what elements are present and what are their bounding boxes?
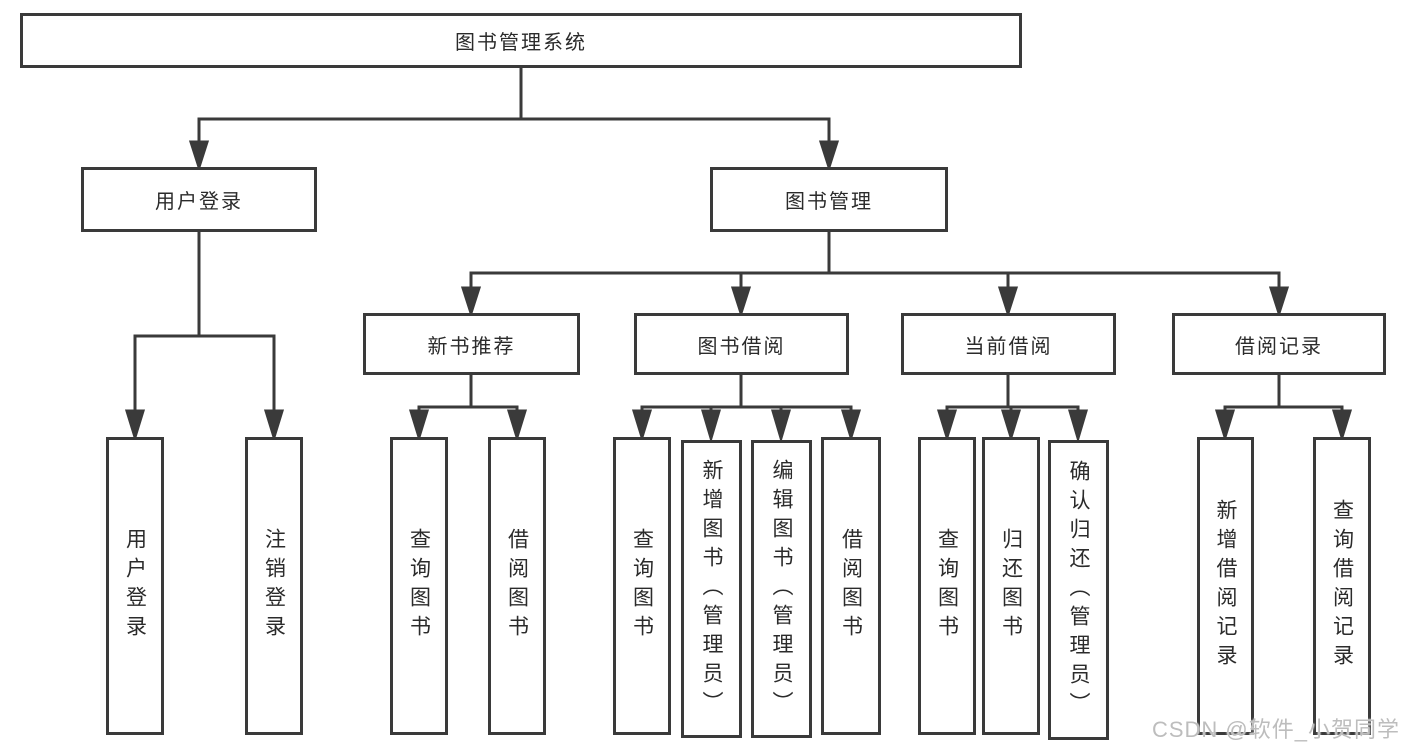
node-book-borrowing: 图书借阅 xyxy=(634,313,849,375)
connector-borrowing-records-children xyxy=(1214,375,1353,443)
arrow-down-icon xyxy=(1331,409,1353,443)
node-label: 查询图书 xyxy=(630,528,654,644)
node-book-management: 图书管理 xyxy=(710,167,948,232)
node-label: 查询图书 xyxy=(407,528,431,644)
node-label: 编辑图书（管理员） xyxy=(770,458,793,720)
node-confirm-return-admin: 确认归还（管理员） xyxy=(1048,440,1109,740)
arrow-down-icon xyxy=(700,409,722,444)
node-label: 查询借阅记录 xyxy=(1330,499,1354,673)
node-new-book-recommendation: 新书推荐 xyxy=(363,313,580,375)
arrow-down-icon xyxy=(460,286,482,318)
node-library-management-system: 图书管理系统 xyxy=(20,13,1022,68)
node-borrowing-records: 借阅记录 xyxy=(1172,313,1386,375)
connector-user-login-children xyxy=(124,232,285,443)
node-label: 用户登录 xyxy=(123,528,147,644)
connector-current-borrowing-children xyxy=(936,375,1089,444)
connector-root-to-level2 xyxy=(188,68,840,172)
arrow-down-icon xyxy=(818,140,840,172)
node-borrow-books-recommend: 借阅图书 xyxy=(488,437,546,735)
node-user-login: 用户登录 xyxy=(81,167,317,232)
node-label: 用户登录 xyxy=(155,191,243,213)
arrow-down-icon xyxy=(997,286,1019,318)
arrow-down-icon xyxy=(1067,409,1089,444)
node-label: 确认归还（管理员） xyxy=(1067,459,1090,721)
connector-new-book-children xyxy=(408,375,528,443)
node-current-borrowing: 当前借阅 xyxy=(901,313,1116,375)
node-query-books-borrowing: 查询图书 xyxy=(613,437,671,735)
arrow-down-icon xyxy=(506,409,528,443)
connector-book-borrowing-children xyxy=(631,375,862,444)
arrow-down-icon xyxy=(188,140,210,172)
node-edit-books-admin: 编辑图书（管理员） xyxy=(751,440,812,738)
node-label: 图书管理系统 xyxy=(455,32,587,54)
arrow-down-icon xyxy=(936,409,958,443)
node-borrow-books-borrowing: 借阅图书 xyxy=(821,437,881,735)
node-label: 借阅记录 xyxy=(1235,335,1323,358)
arrow-down-icon xyxy=(263,409,285,443)
node-label: 新增借阅记录 xyxy=(1214,499,1237,673)
node-logout-action: 注销登录 xyxy=(245,437,303,735)
arrow-down-icon xyxy=(840,409,862,443)
watermark: CSDN @软件_小贺同学 xyxy=(1151,717,1400,742)
arrow-down-icon xyxy=(1214,409,1236,443)
node-label: 当前借阅 xyxy=(964,335,1053,358)
node-label: 新增图书（管理员） xyxy=(700,458,723,720)
arrow-down-icon xyxy=(1268,286,1290,318)
node-return-books: 归还图书 xyxy=(982,437,1040,735)
arrow-down-icon xyxy=(408,409,430,443)
node-label: 归还图书 xyxy=(999,528,1023,644)
node-label: 借阅图书 xyxy=(839,528,863,644)
arrow-down-icon xyxy=(730,286,752,318)
node-label: 注销登录 xyxy=(262,528,286,644)
node-user-login-action: 用户登录 xyxy=(106,437,164,735)
arrow-down-icon xyxy=(770,409,792,444)
arrow-down-icon xyxy=(124,409,146,443)
node-add-borrow-record: 新增借阅记录 xyxy=(1197,437,1254,735)
node-label: 图书管理 xyxy=(785,191,873,213)
arrow-down-icon xyxy=(631,409,653,443)
node-label: 查询图书 xyxy=(935,528,959,644)
node-query-books-current: 查询图书 xyxy=(918,437,976,735)
node-label: 借阅图书 xyxy=(505,528,529,644)
node-query-books-recommend: 查询图书 xyxy=(390,437,448,735)
node-label: 新书推荐 xyxy=(427,335,516,358)
arrow-down-icon xyxy=(1000,409,1022,443)
connector-book-management-children xyxy=(460,232,1290,318)
node-query-borrow-record: 查询借阅记录 xyxy=(1313,437,1371,735)
node-label: 图书借阅 xyxy=(697,335,786,358)
node-add-books-admin: 新增图书（管理员） xyxy=(681,440,742,738)
